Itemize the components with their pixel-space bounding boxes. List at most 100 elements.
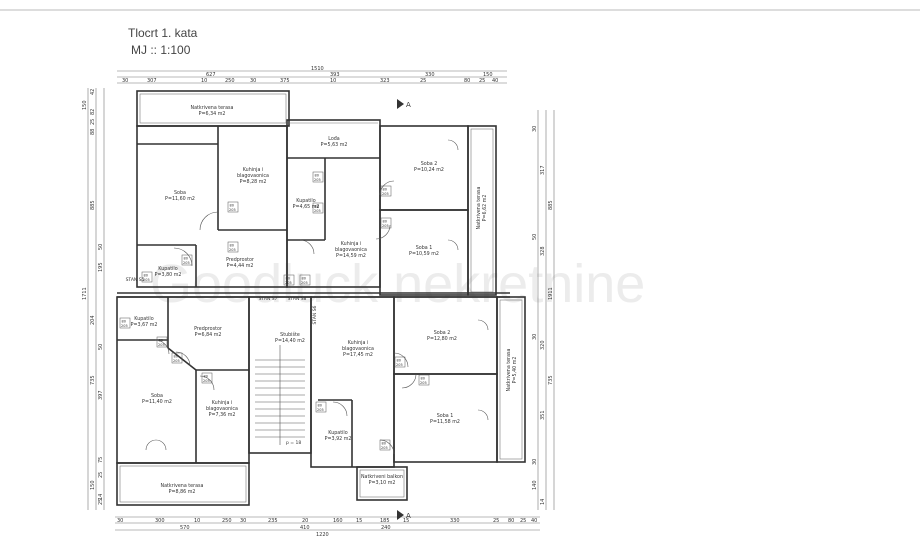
dim-right-label: 50 <box>532 234 538 240</box>
door-tag-width: 80 <box>230 204 234 208</box>
dim-left-label: 75 <box>98 457 104 463</box>
dim-bottom-row1-label: 15 <box>403 518 409 524</box>
dim-right-label: 30 <box>532 126 538 132</box>
dim-left-label: 88 <box>90 129 96 135</box>
watermark-text: Goodluck nekretnine <box>150 254 645 314</box>
dim-top-row2-label: 25 <box>479 78 485 84</box>
room-area: P=6,34 m2 <box>199 111 226 117</box>
room-area: P=3,80 m2 <box>155 272 182 278</box>
room-name: blagovaonica <box>237 173 269 179</box>
door-tags: 8020580205802058020580205802058020580205… <box>119 171 430 451</box>
room-name: Kuhinja i <box>348 340 369 346</box>
door-tag-height: 205 <box>229 248 236 252</box>
room-name: blagovaonica <box>206 406 238 412</box>
door-tag-box <box>141 271 153 283</box>
door-tag-width: 80 <box>383 188 387 192</box>
door-tag-height: 205 <box>381 446 388 450</box>
dim-top-row2-label: 30 <box>122 78 128 84</box>
door-tag-height: 205 <box>121 324 128 328</box>
dim-top-row2-label: 10 <box>330 78 336 84</box>
door-tag-width: 80 <box>302 277 306 281</box>
door-tag-box <box>227 201 239 213</box>
door-tag-height: 205 <box>158 343 165 347</box>
dim-top-row2-label: 30 <box>250 78 256 84</box>
dim-bottom-row2-label: 570 <box>180 525 190 531</box>
door-tag-width: 80 <box>382 442 386 446</box>
dim-right-label: 885 <box>548 200 554 210</box>
dim-bottom-row1-label: 20 <box>302 518 308 524</box>
dim-bottom-row1-label: 30 <box>240 518 246 524</box>
door-tag-height: 205 <box>183 261 190 265</box>
door-tag-box <box>394 356 406 368</box>
room-name: Soba 1 <box>416 245 433 251</box>
dim-left-label: 885 <box>90 200 96 210</box>
room-area: P=5,63 m2 <box>321 142 348 148</box>
room-name: Kuhinja i <box>341 241 362 247</box>
dim-left-label: 397 <box>98 390 104 400</box>
dim-top-row1-label: 393 <box>330 72 340 78</box>
room-name: blagovaonica <box>342 346 374 352</box>
door-tag-box <box>299 274 311 286</box>
dim-top-row2-label: 250 <box>225 78 235 84</box>
door-tag-box <box>201 372 213 384</box>
room-name: Natkrivena terasa <box>191 105 234 111</box>
dim-top-row1-label: 330 <box>425 72 435 78</box>
room-area: P=3,67 m2 <box>131 322 158 328</box>
room-name: Soba 2 <box>421 161 438 167</box>
dim-right-label: 351 <box>540 410 546 420</box>
room-area: P=17,45 m2 <box>343 352 373 358</box>
room-area: P=10,59 m2 <box>409 251 439 257</box>
dim-left-label: 50 <box>98 244 104 250</box>
door-tag-width: 80 <box>204 375 208 379</box>
door-tag-box <box>312 202 324 214</box>
room-name: Lođa <box>328 136 340 142</box>
room-name: Natkrivena terasa <box>506 348 512 391</box>
door-tag-height: 205 <box>203 379 210 383</box>
dim-right-label: 30 <box>532 334 538 340</box>
dim-left-label: 82 <box>90 109 96 115</box>
door-tag-width: 80 <box>184 257 188 261</box>
door-tag-box <box>283 274 295 286</box>
dim-bottom-row1-label: 250 <box>222 518 232 524</box>
door-tag-height: 205 <box>382 192 389 196</box>
room-area: P=7,36 m2 <box>209 412 236 418</box>
room-area: P=6,62 m2 <box>482 195 488 222</box>
dim-top-row2-label: 10 <box>201 78 207 84</box>
room-area: P=3,10 m2 <box>369 480 396 486</box>
section-marker-top: A <box>397 99 411 109</box>
dim-bottom-row1-label: 15 <box>356 518 362 524</box>
room-area: P=3,92 m2 <box>325 436 352 442</box>
door-tag-width: 80 <box>122 320 126 324</box>
dim-right-label: 14 <box>540 499 546 505</box>
door-tag-height: 205 <box>314 209 321 213</box>
room-name: Kupatilo <box>328 430 347 436</box>
dim-bottom-row1-label: 10 <box>194 518 200 524</box>
dim-top-row2-label: 25 <box>420 78 426 84</box>
dim-left-label: 42 <box>90 89 96 95</box>
room-area: P=14,40 m2 <box>275 338 305 344</box>
dim-bottom-row1-label: 25 <box>493 518 499 524</box>
room-area: P=14,59 m2 <box>336 253 366 259</box>
dim-bottom-total: 1220 <box>316 532 329 538</box>
dim-left-label: 50 <box>98 344 104 350</box>
dim-top-row2-label: 307 <box>147 78 157 84</box>
door-tag-height: 205 <box>173 359 180 363</box>
top-dimension-lines <box>117 70 507 84</box>
dim-left-label: 150 <box>82 100 88 110</box>
dim-right-label: 320 <box>540 340 546 350</box>
dim-left-label: 150 <box>90 480 96 490</box>
room-name: Kuhinja i <box>212 400 233 406</box>
door-tag-width: 80 <box>421 377 425 381</box>
dim-right-label: 140 <box>532 480 538 490</box>
apartment-label: STAN S5 <box>126 277 145 283</box>
dim-top-total: 1510 <box>311 66 324 72</box>
door-tag-height: 205 <box>301 281 308 285</box>
door-tag-box <box>379 439 391 451</box>
door-tag-width: 80 <box>383 220 387 224</box>
